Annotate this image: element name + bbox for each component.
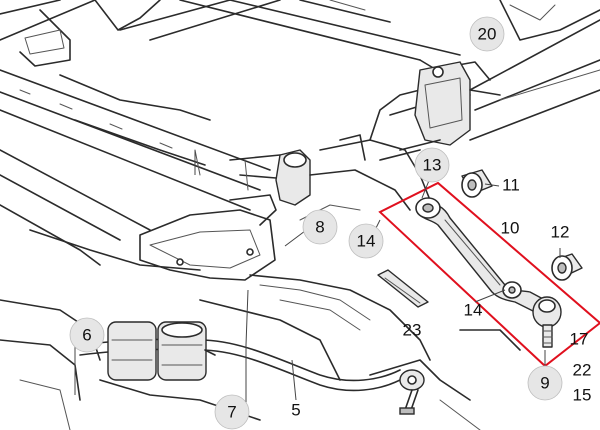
callout-15: 15 xyxy=(573,386,592,405)
callout-label: 13 xyxy=(423,156,442,175)
ball-joint xyxy=(532,296,562,348)
callout-8: 8 xyxy=(302,209,338,245)
highlight-frame xyxy=(378,181,600,368)
bolt-23 xyxy=(377,269,429,308)
bushing-12 xyxy=(551,253,583,281)
callout-label: 6 xyxy=(82,326,91,345)
callout-label: 8 xyxy=(315,218,324,237)
callout-label: 17 xyxy=(570,330,589,349)
callout-label: 7 xyxy=(227,403,236,422)
control-arm xyxy=(415,197,546,313)
callout-11: 11 xyxy=(502,176,520,195)
callout-20: 20 xyxy=(469,16,505,52)
callout-10: 10 xyxy=(501,219,520,238)
callout-label: 23 xyxy=(403,321,422,340)
callout-label: 14 xyxy=(357,232,376,251)
callout-9: 9 xyxy=(527,365,563,401)
callout-22: 22 xyxy=(573,361,592,380)
callout-14-right: 14 xyxy=(464,301,483,320)
callout-7: 7 xyxy=(214,394,250,430)
callout-label: 12 xyxy=(551,223,570,242)
callout-13: 13 xyxy=(414,147,450,183)
callout-label: 11 xyxy=(502,176,520,195)
callout-5: 5 xyxy=(291,401,300,420)
callout-23: 23 xyxy=(403,321,422,340)
callout-label: 20 xyxy=(478,25,497,44)
bushing-11 xyxy=(461,169,493,198)
callout-label: 14 xyxy=(464,301,483,320)
callout-label: 15 xyxy=(573,386,592,405)
callout-label: 22 xyxy=(573,361,592,380)
callout-label: 9 xyxy=(540,374,549,393)
callout-12: 12 xyxy=(551,223,570,242)
callout-6: 6 xyxy=(69,317,105,353)
rubber-mount-pair xyxy=(107,321,216,381)
callout-17: 17 xyxy=(570,330,589,349)
callout-label: 5 xyxy=(291,401,300,420)
callout-label: 10 xyxy=(501,219,520,238)
callout-14-left: 14 xyxy=(348,223,384,259)
stabilizer-link xyxy=(399,369,425,415)
